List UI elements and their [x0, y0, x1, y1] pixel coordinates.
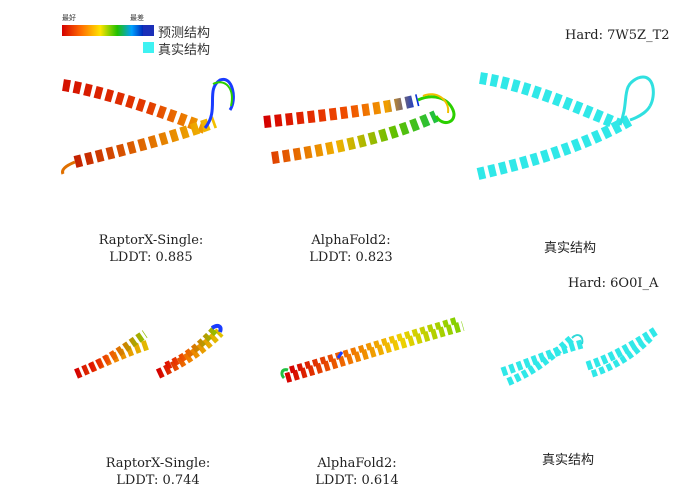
- row1-alphafold-method: AlphaFold2:: [311, 233, 391, 248]
- row1-alphafold-caption: AlphaFold2: LDDT: 0.823: [266, 232, 436, 266]
- row2-alphafold-method: AlphaFold2:: [317, 456, 397, 471]
- legend-predicted-label: 预测结构: [158, 26, 211, 41]
- row1-true-caption: 真实结构: [485, 240, 655, 257]
- row2-target-label: Hard: 6O0I_A: [568, 276, 659, 291]
- row1-raptorx-score: LDDT: 0.885: [109, 250, 193, 265]
- row1-alphafold-score: LDDT: 0.823: [309, 250, 393, 265]
- row1-raptorx-method: RaptorX-Single:: [98, 233, 204, 248]
- legend-worst-label: 最差: [130, 14, 144, 22]
- row2-raptorx-structure: [74, 323, 224, 379]
- row1-alphafold-structure: [263, 93, 456, 164]
- row2-raptorx-caption: RaptorX-Single: LDDT: 0.744: [73, 455, 243, 489]
- color-scale-bar: [62, 25, 147, 36]
- row2-true-structure: [500, 326, 660, 386]
- true-swatch: [143, 42, 154, 53]
- row2-alphafold-caption: AlphaFold2: LDDT: 0.614: [272, 455, 442, 489]
- legend-true-label: 真实结构: [158, 43, 211, 58]
- row2-raptorx-score: LDDT: 0.744: [116, 473, 200, 488]
- row1-true-structure: [476, 72, 655, 180]
- legend-best-label: 最好: [62, 14, 76, 22]
- row1-target-label: Hard: 7W5Z_T2: [565, 28, 670, 43]
- row2-raptorx-method: RaptorX-Single:: [105, 456, 211, 471]
- row2-alphafold-structure: [280, 316, 465, 383]
- row2-true-method: 真实结构: [541, 453, 594, 468]
- row1-raptorx-structure: [61, 77, 235, 175]
- predicted-swatch: [143, 25, 154, 36]
- row1-true-method: 真实结构: [543, 241, 596, 256]
- row2-true-caption: 真实结构: [483, 452, 653, 469]
- row1-raptorx-caption: RaptorX-Single: LDDT: 0.885: [66, 232, 236, 266]
- row2-alphafold-score: LDDT: 0.614: [315, 473, 399, 488]
